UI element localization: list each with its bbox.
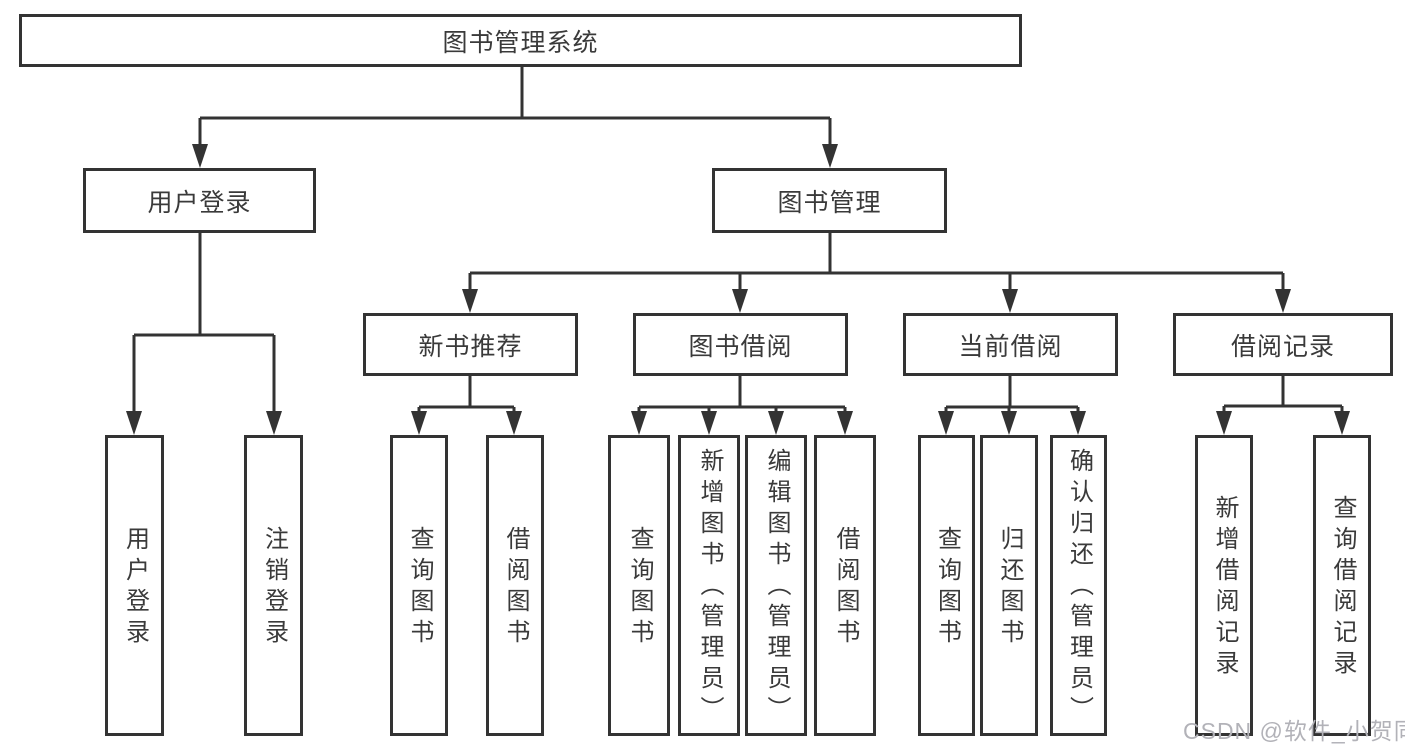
arrow-down-icon (462, 289, 478, 313)
leaf-return-book: 归还图书 (980, 435, 1038, 736)
watermark: CSDN @软件_小贺同学 (1183, 718, 1405, 744)
leaf-add-borrow-record: 新增借阅记录 (1195, 435, 1253, 736)
leaf-query-borrow-record: 查询借阅记录 (1313, 435, 1371, 736)
node-current-borrow: 当前借阅 (903, 313, 1118, 376)
arrow-down-icon (126, 411, 142, 435)
arrow-down-icon (732, 289, 748, 313)
leaf-user-login: 用户登录 (105, 435, 164, 736)
arrow-down-icon (1216, 411, 1232, 435)
leaf-query-books-current: 查询图书 (918, 435, 975, 736)
arrow-down-icon (266, 411, 282, 435)
leaf-borrow-books: 借阅图书 (814, 435, 876, 736)
arrow-down-icon (1275, 289, 1291, 313)
arrow-down-icon (768, 411, 784, 435)
node-user-login: 用户登录 (83, 168, 316, 233)
node-book-management: 图书管理 (712, 168, 947, 233)
arrow-down-icon (1334, 411, 1350, 435)
leaf-edit-book-admin: 编辑图书（管理员） (745, 435, 807, 736)
arrow-down-icon (701, 411, 717, 435)
arrow-down-icon (1002, 289, 1018, 313)
arrow-down-icon (631, 411, 647, 435)
arrow-down-icon (1070, 411, 1086, 435)
arrow-down-icon (411, 411, 427, 435)
arrow-down-icon (822, 144, 838, 168)
arrow-down-icon (506, 411, 522, 435)
node-book-borrow: 图书借阅 (633, 313, 848, 376)
arrow-down-icon (938, 411, 954, 435)
node-library-system: 图书管理系统 (19, 14, 1022, 67)
leaf-query-books-recommend: 查询图书 (390, 435, 448, 736)
leaf-borrow-books-recommend: 借阅图书 (486, 435, 544, 736)
leaf-logout: 注销登录 (244, 435, 303, 736)
leaf-query-books-borrow: 查询图书 (608, 435, 670, 736)
arrow-down-icon (1001, 411, 1017, 435)
node-borrow-records: 借阅记录 (1173, 313, 1393, 376)
leaf-confirm-return-admin: 确认归还（管理员） (1050, 435, 1107, 736)
node-new-book-recommend: 新书推荐 (363, 313, 578, 376)
arrow-down-icon (192, 144, 208, 168)
leaf-add-book-admin: 新增图书（管理员） (678, 435, 740, 736)
arrow-down-icon (837, 411, 853, 435)
